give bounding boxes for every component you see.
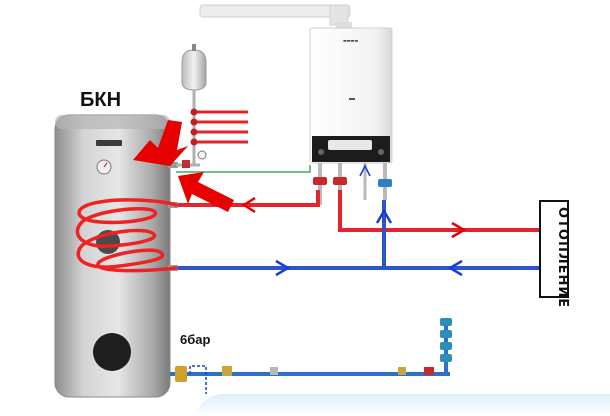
- boiler-display: [328, 140, 372, 150]
- cold-water-inlet: [170, 318, 610, 416]
- safety-valve-icon: [175, 366, 187, 382]
- flue-pipe: [199, 4, 352, 32]
- ball-valve-icon: [378, 179, 392, 187]
- ball-valve-icon: [398, 367, 406, 375]
- heat-exchanger-coil: [75, 198, 178, 273]
- pressure-gauge-icon: [197, 150, 207, 160]
- manifold-taps: [440, 318, 452, 362]
- boiler-indicator: [349, 98, 355, 100]
- flow-arrow-up-boiler: [359, 164, 371, 177]
- boiler-connections: [313, 163, 392, 205]
- flow-arrows: [241, 164, 467, 277]
- red-arrow-bottom-icon: [178, 172, 234, 212]
- tank-label: БКН: [80, 89, 121, 111]
- ball-valve-icon: [333, 177, 347, 185]
- flow-arrow-left-cold: [447, 259, 463, 277]
- ball-valve-icon: [313, 177, 327, 185]
- gas-boiler: ▬▬▬▬: [309, 27, 393, 164]
- ball-valve-icon: [424, 367, 434, 375]
- inspection-hatch-icon: [93, 333, 131, 371]
- hot-pipes: [176, 190, 540, 232]
- boiler-brand-mark: ▬▬▬▬: [343, 38, 358, 43]
- expansion-vessel-icon: [181, 49, 207, 91]
- flow-arrow-right-cold: [275, 259, 291, 277]
- pressure-label: 6бар: [180, 332, 210, 347]
- flow-arrow-up-cold: [375, 208, 393, 224]
- flow-arrow-left-hot: [241, 196, 256, 214]
- sensor-line: [176, 165, 311, 173]
- ball-valve-icon: [222, 366, 232, 376]
- heating-circuit-box: ОТОПЛЕНИЕ: [539, 200, 570, 308]
- red-arrow-top-icon: [133, 120, 188, 166]
- hot-water-group: [176, 44, 248, 168]
- heating-label: ОТОПЛЕНИЕ: [555, 207, 570, 308]
- tank-nameplate: [96, 140, 122, 146]
- flow-arrow-right-hot: [451, 221, 467, 239]
- cold-pipes: [176, 200, 540, 270]
